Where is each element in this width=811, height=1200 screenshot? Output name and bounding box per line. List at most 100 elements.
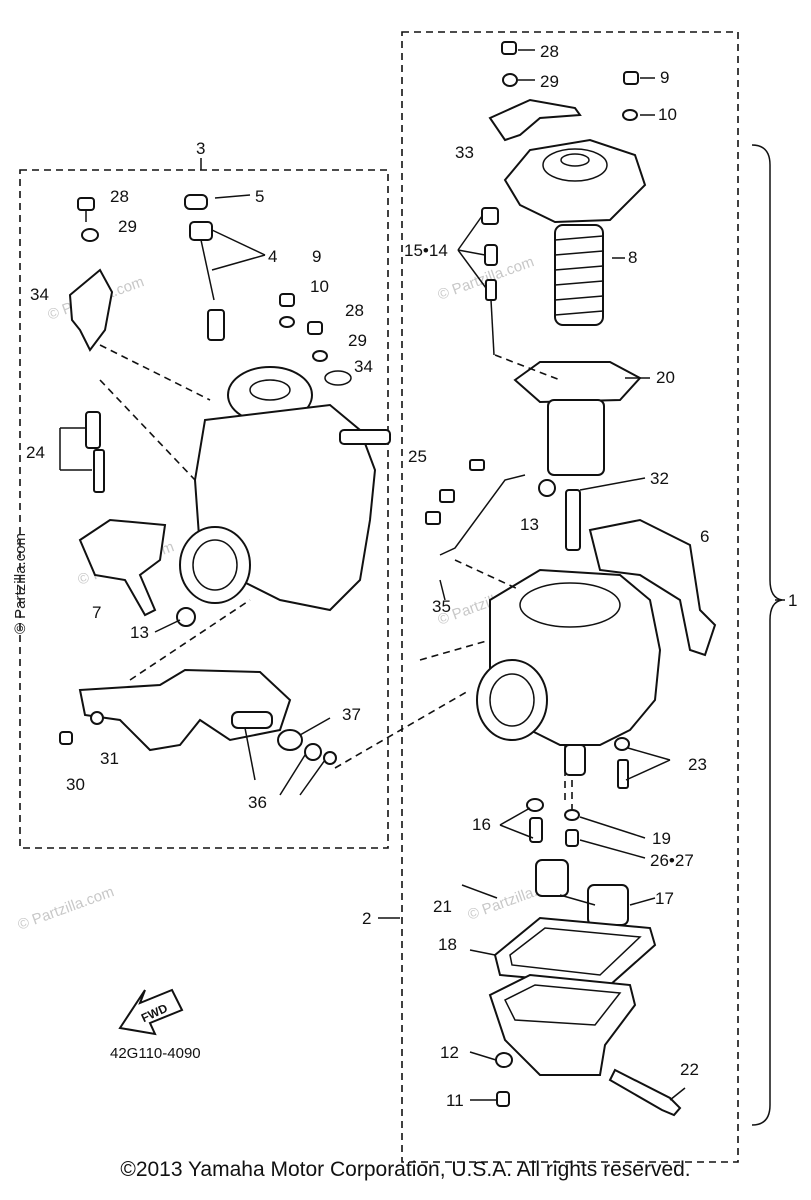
spring-14 — [484, 244, 498, 266]
needle-holder-14 — [481, 207, 499, 225]
screw-28-b — [307, 321, 323, 335]
callout-26-27: 26•27 — [650, 851, 694, 870]
callout-15-14: 15•14 — [404, 241, 448, 260]
washer-16 — [526, 798, 544, 812]
callout-29c: 29 — [540, 72, 559, 91]
callout-25: 25 — [408, 447, 427, 466]
screw-25a — [469, 459, 485, 471]
float-bowl — [488, 973, 637, 1076]
part-4-cap — [189, 221, 213, 241]
washer-31 — [90, 711, 104, 725]
nut-13-left — [176, 607, 196, 627]
callout-11: 11 — [446, 1091, 464, 1110]
intake-bore-left — [179, 526, 251, 604]
callout-22: 22 — [680, 1060, 699, 1079]
intake-bore-right — [476, 659, 548, 741]
callout-28c: 28 — [540, 42, 559, 61]
rod-35 — [439, 474, 526, 556]
washer-29 — [81, 228, 99, 242]
screw-25c — [425, 511, 441, 525]
washer-29-c — [502, 73, 518, 87]
callout-4: 4 — [268, 247, 277, 266]
part-4-spring — [207, 309, 225, 341]
callout-23: 23 — [688, 755, 707, 774]
screw-28-c — [501, 41, 517, 55]
callout-28b: 28 — [345, 301, 364, 320]
callout-10a: 10 — [310, 277, 329, 296]
callout-16: 16 — [472, 815, 491, 834]
bracket-33-part — [488, 98, 582, 142]
callout-9b: 9 — [660, 68, 669, 87]
callout-17: 17 — [655, 889, 674, 908]
spring-8-coils — [554, 235, 604, 316]
callout-13a: 13 — [130, 623, 149, 642]
callout-34a: 34 — [30, 285, 49, 304]
washer-29-b — [312, 350, 328, 362]
callout-5: 5 — [255, 187, 264, 206]
callout-2: 2 — [362, 909, 371, 928]
needle-15 — [485, 279, 497, 301]
nozzle-right — [564, 744, 586, 776]
callout-33: 33 — [455, 143, 474, 162]
clip-34 — [324, 370, 352, 386]
callout-13b: 13 — [520, 515, 539, 534]
screw-28 — [77, 197, 95, 211]
watermark: © Partzilla.com — [16, 883, 117, 934]
part-number-label: 42G110-4090 — [110, 1045, 201, 1062]
callout-28a: 28 — [110, 187, 129, 206]
jet-26-27 — [565, 829, 579, 847]
bracket-6-part — [588, 518, 717, 657]
assembly-1-bracket — [751, 144, 783, 1126]
screw-22 — [608, 1068, 682, 1117]
screw-9-b — [623, 71, 639, 85]
callout-34b: 34 — [354, 357, 373, 376]
nut-12 — [495, 1052, 513, 1068]
screw-24 — [93, 449, 105, 493]
assembly-3-box — [19, 169, 389, 849]
jet-16 — [529, 817, 543, 843]
callout-36: 36 — [248, 793, 267, 812]
part-5 — [184, 194, 208, 210]
callout-7: 7 — [92, 603, 101, 622]
callout-8: 8 — [628, 248, 637, 267]
callout-30: 30 — [66, 775, 85, 794]
float-left — [535, 859, 569, 897]
nut-37a — [277, 729, 303, 751]
left-carburetor-assembly — [59, 194, 471, 796]
callout-35: 35 — [432, 597, 451, 616]
forward-arrow: FWD — [118, 988, 184, 1036]
screw-25b — [439, 489, 455, 503]
washer-19 — [564, 809, 580, 821]
washer-10-b — [622, 109, 638, 121]
gasket-18 — [493, 916, 657, 987]
right-carburetor-assembly — [419, 41, 717, 1117]
callout-21: 21 — [433, 897, 452, 916]
callout-19: 19 — [652, 829, 671, 848]
callout-10b: 10 — [658, 105, 677, 124]
bracket-7-part — [78, 518, 167, 617]
pin-32 — [565, 489, 581, 551]
callout-24: 24 — [26, 443, 45, 462]
adjuster-36 — [231, 711, 273, 729]
callout-37: 37 — [342, 705, 361, 724]
callout-numbers: 1 2 3 4 5 6 7 8 9 9 10 10 11 12 13 13 15… — [26, 42, 797, 1110]
callout-29a: 29 — [118, 217, 137, 236]
bracket-34-part — [68, 268, 114, 352]
callout-6: 6 — [700, 527, 709, 546]
callout-9a: 9 — [312, 247, 321, 266]
callout-32: 32 — [650, 469, 669, 488]
mounting-plate — [78, 668, 292, 752]
callout-31: 31 — [100, 749, 119, 768]
callout-29b: 29 — [348, 331, 367, 350]
pin-21 — [461, 884, 498, 899]
assembly-2-box — [401, 31, 739, 1163]
screw-11 — [496, 1091, 510, 1107]
nut-37b — [304, 743, 322, 761]
side-watermark: © Partzilla.com — [12, 532, 30, 635]
piston-20 — [547, 399, 605, 476]
callout-18: 18 — [438, 935, 457, 954]
nut-13-right — [538, 479, 556, 497]
washer-10 — [279, 316, 295, 328]
callout-12: 12 — [440, 1043, 459, 1062]
